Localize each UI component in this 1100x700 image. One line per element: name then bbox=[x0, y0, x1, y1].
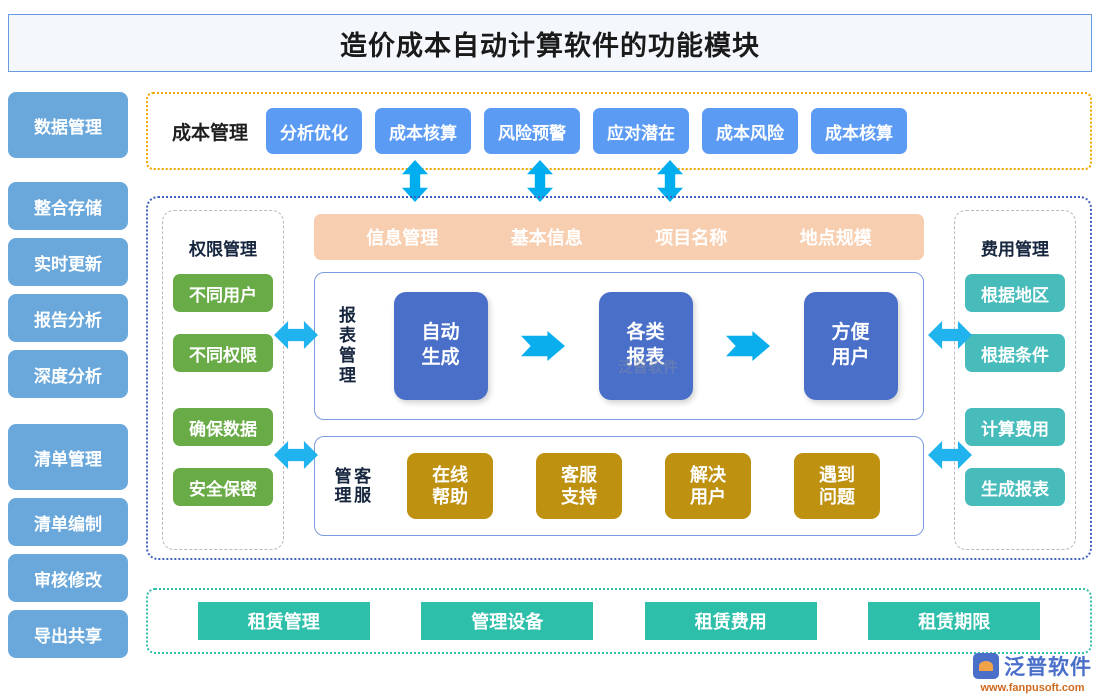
cost-pill-3[interactable]: 风险预警 bbox=[484, 108, 581, 154]
customer-service-items: 在线帮助客服支持解决用户遇到问题 bbox=[380, 453, 923, 519]
report-step-3-line2: 用户 bbox=[831, 347, 870, 368]
info-strip-item-2[interactable]: 基本信息 bbox=[510, 228, 583, 248]
cost-pill-2[interactable]: 成本核算 bbox=[375, 108, 472, 154]
cost-pill-5[interactable]: 成本风险 bbox=[702, 108, 799, 154]
report-flow-steps: 自动生成 各类报表 方便用户 bbox=[368, 292, 923, 400]
service-item-1[interactable]: 在线帮助 bbox=[407, 453, 494, 519]
sidebar-item-1[interactable]: 数据管理 bbox=[8, 92, 128, 158]
service-item-1-line1: 在线 bbox=[432, 464, 469, 485]
fanpu-logo-icon bbox=[973, 653, 999, 679]
info-strip-item-1[interactable]: 信息管理 bbox=[366, 228, 439, 248]
cost-pill-1[interactable]: 分析优化 bbox=[266, 108, 363, 154]
permission-item-2[interactable]: 不同权限 bbox=[173, 334, 273, 372]
fee-item-2[interactable]: 根据条件 bbox=[965, 334, 1065, 372]
report-step-2[interactable]: 各类报表 bbox=[598, 292, 693, 400]
report-step-1[interactable]: 自动生成 bbox=[393, 292, 488, 400]
lease-item-4[interactable]: 租赁期限 bbox=[868, 602, 1041, 640]
cost-management-label: 成本管理 bbox=[172, 122, 249, 144]
report-management-card: 报表管理 自动生成 各类报表 方便用户 bbox=[314, 272, 924, 420]
service-item-4[interactable]: 遇到问题 bbox=[793, 453, 880, 519]
fee-management-panel: 费用管理 根据地区根据条件计算费用生成报表 bbox=[954, 210, 1076, 550]
service-item-2[interactable]: 客服支持 bbox=[536, 453, 623, 519]
brand-url: www.fanpusoft.com bbox=[980, 682, 1085, 694]
report-step-1-line1: 自动 bbox=[421, 322, 460, 344]
sidebar-item-7[interactable]: 清单编制 bbox=[8, 498, 128, 546]
lease-item-1[interactable]: 租赁管理 bbox=[197, 602, 370, 640]
service-item-4-line1: 遇到 bbox=[818, 464, 855, 485]
cost-pill-4[interactable]: 应对潜在 bbox=[593, 108, 690, 154]
sidebar-item-8[interactable]: 审核修改 bbox=[8, 554, 128, 602]
report-step-2-line2: 报表 bbox=[626, 347, 665, 368]
sidebar-item-2[interactable]: 整合存储 bbox=[8, 182, 128, 230]
cost-pill-6[interactable]: 成本核算 bbox=[811, 108, 908, 154]
core-modules-group: 权限管理 不同用户不同权限确保数据安全保密 信息管理 基本信息 项目名称 地点规模 报… bbox=[146, 196, 1092, 560]
service-item-1-line2: 帮助 bbox=[432, 487, 469, 507]
customer-service-label-col2: 管理 bbox=[331, 467, 351, 505]
service-item-3-line1: 解决 bbox=[690, 464, 726, 485]
cost-management-pills: 分析优化成本核算风险预警应对潜在成本风险成本核算 bbox=[266, 108, 920, 154]
report-step-3[interactable]: 方便用户 bbox=[803, 292, 898, 400]
report-management-label: 报表管理 bbox=[336, 306, 355, 386]
customer-service-card: 客服 管理 在线帮助客服支持解决用户遇到问题 bbox=[314, 436, 924, 536]
fee-item-4[interactable]: 生成报表 bbox=[965, 468, 1065, 506]
service-item-2-line2: 支持 bbox=[561, 487, 598, 507]
customer-service-label: 客服 管理 bbox=[331, 467, 371, 505]
service-item-4-line2: 问题 bbox=[818, 487, 855, 507]
fee-management-title: 费用管理 bbox=[981, 240, 1049, 259]
permission-item-4[interactable]: 安全保密 bbox=[173, 468, 273, 506]
permission-item-1[interactable]: 不同用户 bbox=[173, 274, 273, 312]
permission-item-list: 不同用户不同权限确保数据安全保密 bbox=[173, 274, 273, 528]
chevron-right-icon-1 bbox=[521, 331, 565, 361]
sidebar-item-6[interactable]: 清单管理 bbox=[8, 424, 128, 490]
brand-logo: 泛普软件 www.fanpusoft.com bbox=[973, 651, 1092, 694]
sidebar-item-9[interactable]: 导出共享 bbox=[8, 610, 128, 658]
report-step-3-line1: 方便 bbox=[831, 322, 870, 344]
cost-management-group: 成本管理 分析优化成本核算风险预警应对潜在成本风险成本核算 bbox=[146, 92, 1092, 170]
lease-item-2[interactable]: 管理设备 bbox=[421, 602, 594, 640]
information-management-strip: 信息管理 基本信息 项目名称 地点规模 bbox=[314, 214, 924, 260]
sidebar-item-4[interactable]: 报告分析 bbox=[8, 294, 128, 342]
lease-management-group: 租赁管理 管理设备 租赁费用 租赁期限 bbox=[146, 588, 1092, 654]
service-item-3[interactable]: 解决用户 bbox=[665, 453, 751, 519]
sidebar: 数据管理整合存储实时更新报告分析深度分析清单管理清单编制审核修改导出共享 bbox=[8, 92, 128, 692]
sidebar-item-5[interactable]: 深度分析 bbox=[8, 350, 128, 398]
permission-management-title: 权限管理 bbox=[189, 240, 257, 259]
permission-item-3[interactable]: 确保数据 bbox=[173, 408, 273, 446]
fee-item-3[interactable]: 计算费用 bbox=[965, 408, 1065, 446]
info-strip-item-4[interactable]: 地点规模 bbox=[799, 228, 872, 248]
info-strip-item-3[interactable]: 项目名称 bbox=[655, 228, 728, 248]
fee-item-list: 根据地区根据条件计算费用生成报表 bbox=[965, 274, 1065, 528]
report-step-2-line1: 各类 bbox=[626, 322, 665, 344]
page-title: 造价成本自动计算软件的功能模块 bbox=[340, 30, 760, 61]
customer-service-label-col1: 客服 bbox=[351, 467, 371, 505]
report-step-1-line2: 生成 bbox=[421, 347, 460, 368]
brand-name: 泛普软件 bbox=[1004, 656, 1092, 679]
sidebar-item-3[interactable]: 实时更新 bbox=[8, 238, 128, 286]
chevron-right-icon-2 bbox=[726, 331, 770, 361]
page-title-bar: 造价成本自动计算软件的功能模块 bbox=[8, 14, 1092, 72]
service-item-2-line1: 客服 bbox=[561, 464, 598, 485]
fee-item-1[interactable]: 根据地区 bbox=[965, 274, 1065, 312]
permission-management-panel: 权限管理 不同用户不同权限确保数据安全保密 bbox=[162, 210, 284, 550]
lease-item-3[interactable]: 租赁费用 bbox=[644, 602, 817, 640]
service-item-3-line2: 用户 bbox=[690, 487, 726, 507]
